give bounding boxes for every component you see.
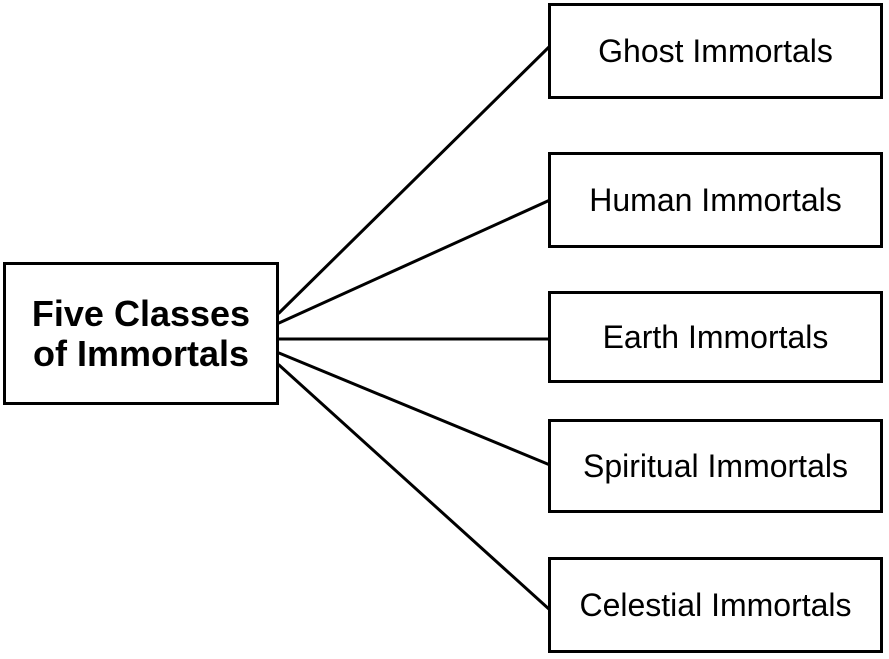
root-node: Five Classes of Immortals (3, 262, 279, 405)
connector-celestial (277, 363, 552, 612)
child-node-label: Earth Immortals (602, 318, 829, 355)
child-node-label: Human Immortals (589, 181, 842, 218)
child-node-human-immortals: Human Immortals (548, 152, 883, 248)
child-node-label: Ghost Immortals (598, 32, 833, 69)
connector-ghost (277, 44, 552, 315)
child-node-celestial-immortals: Celestial Immortals (548, 557, 883, 653)
child-node-spiritual-immortals: Spiritual Immortals (548, 419, 883, 513)
connector-spiritual (277, 351, 552, 467)
child-node-label: Spiritual Immortals (583, 447, 848, 484)
connector-human (277, 198, 552, 325)
child-node-earth-immortals: Earth Immortals (548, 291, 883, 383)
root-node-label: Five Classes of Immortals (31, 292, 251, 374)
child-node-ghost-immortals: Ghost Immortals (548, 3, 883, 99)
child-node-label: Celestial Immortals (579, 586, 852, 623)
